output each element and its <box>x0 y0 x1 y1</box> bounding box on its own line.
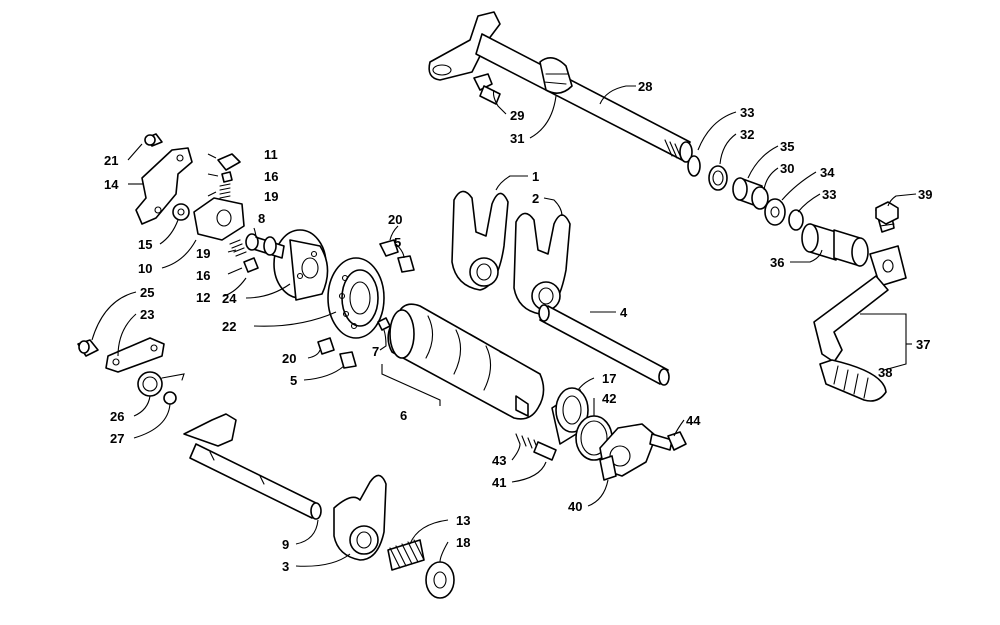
shift-fork-2-part <box>513 212 571 315</box>
callout-33a: 33 <box>740 105 754 120</box>
spring-13-part <box>387 539 425 571</box>
callout-42: 42 <box>602 391 616 406</box>
callout-38: 38 <box>878 365 892 380</box>
leader-lines <box>91 85 917 567</box>
washer-15-part <box>172 203 190 221</box>
callout-32: 32 <box>740 127 754 142</box>
callout-labels: 28 29 31 33 32 35 30 34 33 39 36 37 38 1… <box>104 79 932 574</box>
bushing-36-part <box>801 223 869 267</box>
callout-16b: 16 <box>196 268 210 283</box>
callout-29: 29 <box>510 108 524 123</box>
callout-44: 44 <box>686 413 701 428</box>
callout-27: 27 <box>110 431 124 446</box>
callout-17: 17 <box>602 371 616 386</box>
washer-5-part <box>339 255 415 369</box>
bolt-20-part <box>317 239 399 355</box>
callout-31: 31 <box>510 131 524 146</box>
pawl-11-part <box>217 153 241 171</box>
bolt-8-part <box>245 233 285 259</box>
callout-5b: 5 <box>290 373 297 388</box>
callout-7: 7 <box>372 344 379 359</box>
washer-stack-part <box>687 155 804 231</box>
bearing-22-part <box>327 257 385 339</box>
spring-43-part <box>515 433 539 451</box>
callout-5a: 5 <box>394 235 401 250</box>
callout-16a: 16 <box>264 169 278 184</box>
stopper-plate-14-part <box>135 147 193 225</box>
callout-8: 8 <box>258 211 265 226</box>
callout-11: 11 <box>264 147 278 162</box>
washer-27-part <box>163 391 177 405</box>
callout-26: 26 <box>110 409 124 424</box>
shift-pedal-part <box>813 205 907 402</box>
callout-24: 24 <box>222 291 237 306</box>
callout-36: 36 <box>770 255 784 270</box>
callout-1: 1 <box>532 169 539 184</box>
spring-19-part <box>219 183 247 257</box>
spring-26-part <box>137 371 185 397</box>
arm-23-part <box>105 337 165 373</box>
bolt-21-part <box>144 133 163 147</box>
shift-drum-part <box>387 303 545 420</box>
callout-25: 25 <box>140 285 154 300</box>
callout-4: 4 <box>620 305 628 320</box>
callout-34: 34 <box>820 165 835 180</box>
callout-19b: 19 <box>196 246 210 261</box>
shift-fork-1-part <box>451 190 509 291</box>
callout-20a: 20 <box>388 212 402 227</box>
shifter-10-part <box>193 197 245 241</box>
callout-13: 13 <box>456 513 470 528</box>
cam-plate-24-part <box>273 229 329 301</box>
callout-33b: 33 <box>822 187 836 202</box>
callout-14: 14 <box>104 177 119 192</box>
callout-10: 10 <box>138 261 152 276</box>
callout-2: 2 <box>532 191 539 206</box>
pin-7-part <box>377 317 391 331</box>
callout-12: 12 <box>196 290 210 305</box>
fork-shaft-9-part <box>183 413 322 520</box>
callout-22: 22 <box>222 319 236 334</box>
bolt-29-part <box>473 73 501 105</box>
pin-41-part <box>533 441 557 461</box>
bolt-25-part <box>77 339 99 357</box>
callout-43: 43 <box>492 453 506 468</box>
pin-16-part <box>221 171 259 273</box>
callout-28: 28 <box>638 79 652 94</box>
bolt-39-part <box>875 201 899 225</box>
callout-21: 21 <box>104 153 118 168</box>
callout-35: 35 <box>780 139 794 154</box>
bolt-44-part <box>649 431 687 451</box>
callout-15: 15 <box>138 237 152 252</box>
cover-40-part <box>599 423 657 481</box>
shift-fork-3-part <box>333 474 387 561</box>
callout-23: 23 <box>140 307 154 322</box>
callout-30: 30 <box>780 161 794 176</box>
callout-9: 9 <box>282 537 289 552</box>
washer-18-part <box>425 561 455 599</box>
fork-shaft-4-part <box>538 304 670 386</box>
callout-18: 18 <box>456 535 470 550</box>
callout-3: 3 <box>282 559 289 574</box>
callout-41: 41 <box>492 475 506 490</box>
shift-shaft-part <box>428 11 693 163</box>
callout-6: 6 <box>400 408 407 423</box>
callout-37: 37 <box>916 337 930 352</box>
callout-40: 40 <box>568 499 582 514</box>
callout-20b: 20 <box>282 351 296 366</box>
callout-19a: 19 <box>264 189 278 204</box>
callout-39: 39 <box>918 187 932 202</box>
